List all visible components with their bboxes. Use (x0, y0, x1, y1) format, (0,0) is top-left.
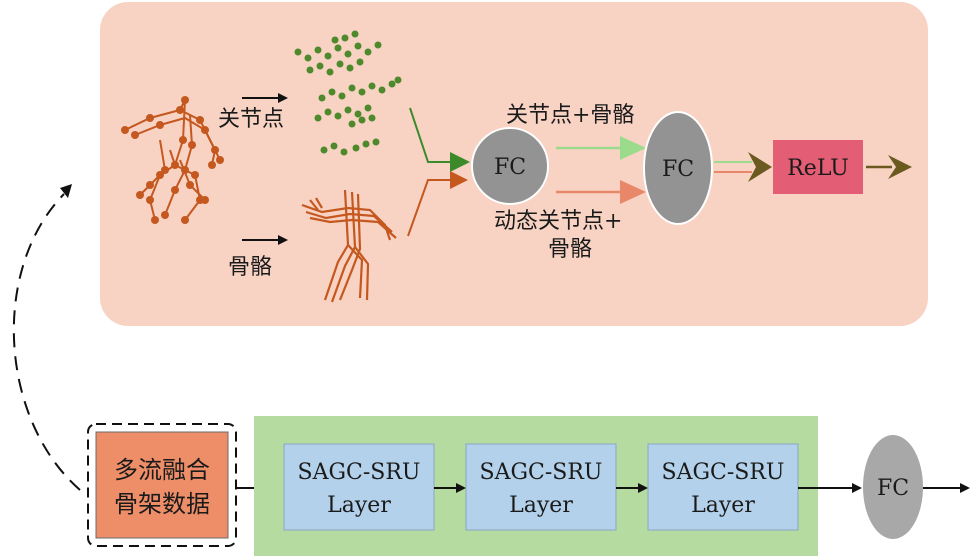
sru-layer-3 (647, 443, 799, 531)
sru-layer-1-line2: Layer (327, 493, 391, 518)
fc1-node (471, 127, 549, 205)
fc2-label: FC (662, 157, 694, 182)
fc2-node (643, 111, 713, 225)
dynamic-label-line2: 骨骼 (548, 237, 592, 262)
sru-layer-3-line2: Layer (691, 493, 755, 518)
dynamic-arrowhead (620, 180, 646, 204)
sru-layer-1-line1: SAGC-SRU (298, 460, 421, 485)
joint-label: 关节点 (218, 107, 284, 132)
input-label-line2: 骨架数据 (114, 490, 210, 518)
joint-line (409, 107, 452, 163)
input-dashed-frame (87, 423, 237, 547)
relu-output-arrowhead (888, 155, 912, 179)
sru-layer-2-line1: SAGC-SRU (480, 460, 603, 485)
fc-output-node (863, 435, 923, 539)
bone-line-arrowhead (450, 171, 468, 189)
bone-figure-icon (301, 189, 397, 303)
joint-bone-label: 关节点+骨骼 (506, 103, 634, 128)
input-box (95, 431, 229, 539)
joint-dots-icon (294, 30, 402, 156)
sru-layer-3-line1: SAGC-SRU (662, 460, 785, 485)
fc-output-label: FC (877, 476, 909, 501)
bone-line (407, 179, 452, 237)
joint-bone-arrowhead (620, 136, 646, 160)
dynamic-label-line1: 动态关节点+ (494, 209, 622, 234)
bone-label: 骨骼 (228, 255, 272, 280)
input-label-line1: 多流融合 (114, 456, 210, 484)
sru-layer-2-line2: Layer (509, 493, 573, 518)
sru-layer-2 (465, 443, 617, 531)
fc1-label: FC (494, 155, 526, 180)
dashed-link-arrowhead (60, 184, 72, 198)
joint-line-arrowhead (450, 152, 470, 172)
skeleton-joints (121, 96, 224, 224)
relu-box (773, 140, 863, 194)
dashed-link-arrow (12, 193, 81, 491)
fc2-relu-arrowhead (748, 152, 772, 182)
relu-label: ReLU (787, 156, 849, 181)
